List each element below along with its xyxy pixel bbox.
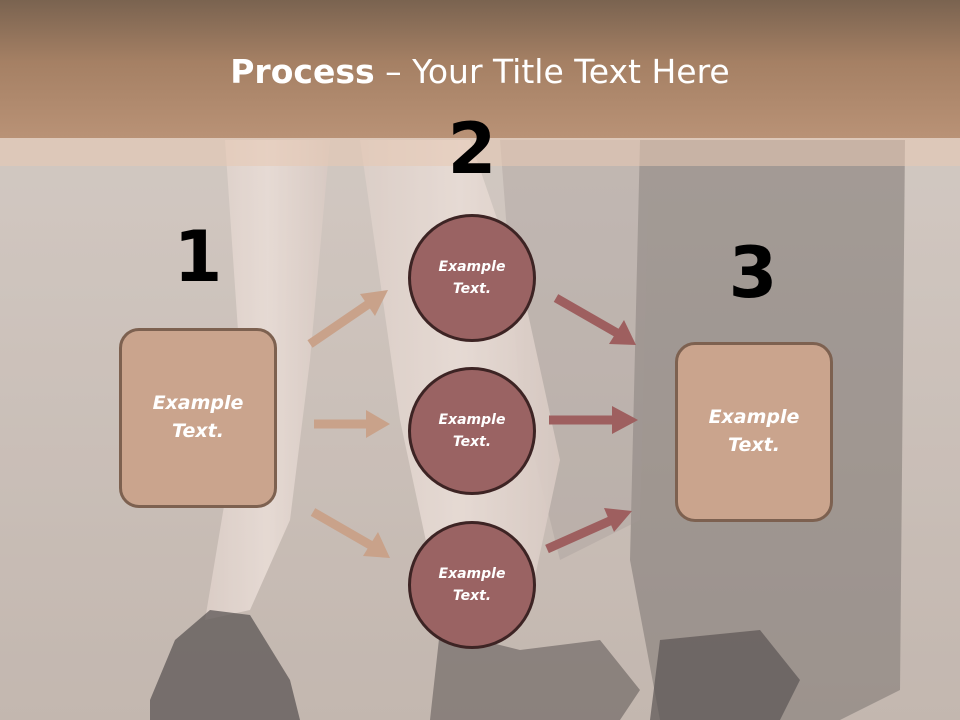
circle-bottom-label: Example Text. <box>438 565 506 604</box>
slide-title[interactable]: Process – Your Title Text Here <box>0 52 960 91</box>
arrow-left-to-bot <box>310 508 390 558</box>
title-strip <box>0 138 960 166</box>
step-number-3: 3 <box>728 232 778 314</box>
right-box[interactable]: Example Text. <box>675 342 833 522</box>
circle-bottom[interactable]: Example Text. <box>408 521 536 649</box>
title-bold: Process <box>230 52 375 91</box>
title-band <box>0 0 960 138</box>
arrow-bot-to-right <box>545 508 632 554</box>
left-box-label: Example Text. <box>152 392 244 442</box>
step-number-1: 1 <box>173 216 223 298</box>
arrow-left-to-top <box>307 290 388 348</box>
circle-middle[interactable]: Example Text. <box>408 367 536 495</box>
right-box-label: Example Text. <box>708 406 800 456</box>
left-box[interactable]: Example Text. <box>119 328 277 508</box>
title-rest: – Your Title Text Here <box>374 52 730 91</box>
arrow-top-to-right <box>553 294 636 345</box>
circle-top-label: Example Text. <box>438 258 506 297</box>
step-number-2: 2 <box>447 108 497 190</box>
arrow-left-to-mid <box>314 410 390 438</box>
circle-top[interactable]: Example Text. <box>408 214 536 342</box>
arrow-mid-to-right <box>549 406 638 434</box>
circle-middle-label: Example Text. <box>438 411 506 450</box>
